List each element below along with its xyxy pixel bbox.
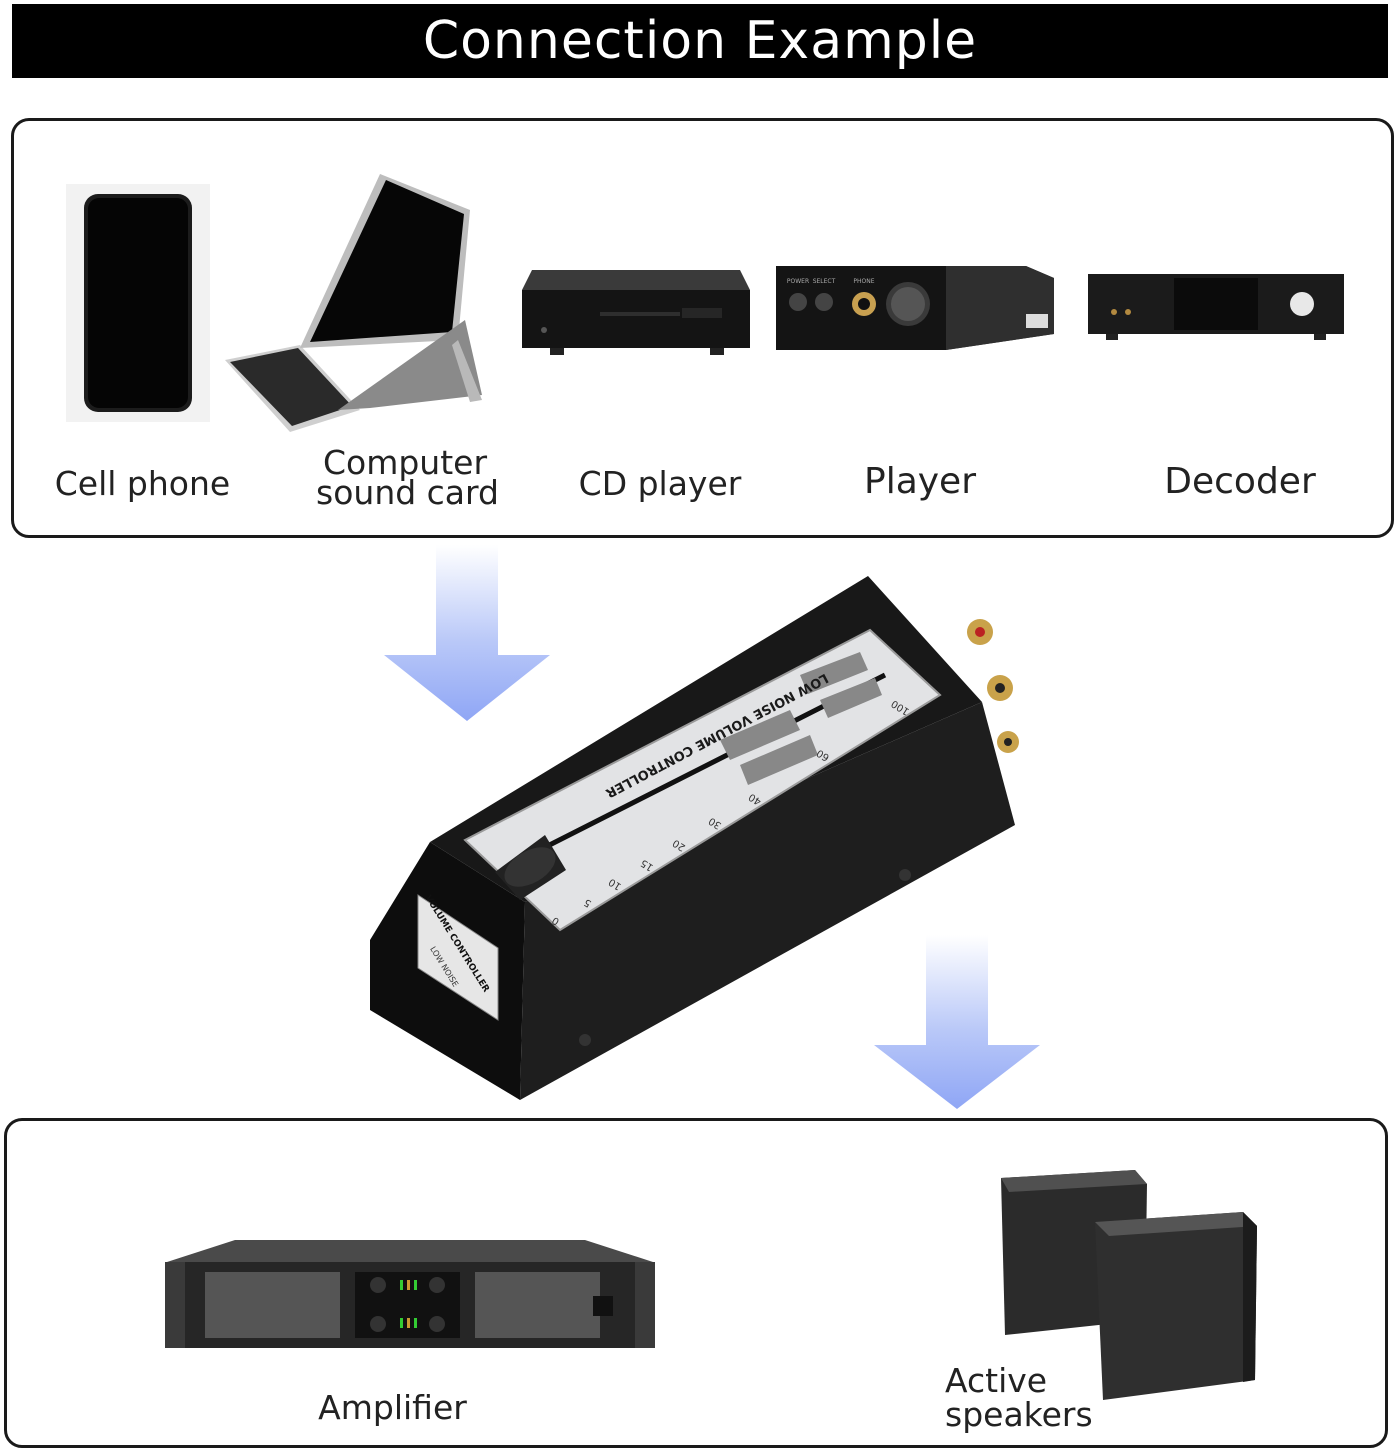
amp-knob-label-select: SELECT [813, 278, 836, 285]
laptop-image [225, 174, 482, 432]
player-image: POWER SELECT PHONE [776, 266, 1054, 350]
volume-controller-image: 0 5 10 15 20 30 40 60 100 LOW NOISE VOLU… [370, 576, 1019, 1100]
computer-sound-card-label-2: sound card [316, 473, 499, 512]
decoder-label: Decoder [1164, 461, 1316, 502]
decoder-image [1088, 274, 1344, 340]
active-speakers-label-1: Active [945, 1361, 1048, 1400]
active-speakers-image [1001, 1170, 1257, 1400]
cd-player-label: CD player [578, 464, 742, 503]
player-label: Player [863, 461, 977, 502]
cell-phone-image [66, 184, 210, 422]
amplifier-image [165, 1240, 655, 1348]
down-arrow-icon-2 [874, 935, 1040, 1109]
scale-tick-5: 5 [582, 896, 593, 909]
active-speakers-label-2: speakers [945, 1395, 1093, 1434]
computer-sound-card-label-1: Computer [322, 443, 488, 482]
amplifier-label: Amplifier [318, 1388, 467, 1427]
cd-player-image [522, 270, 750, 355]
scale-tick-0: 0 [550, 914, 561, 927]
amp-knob-label-phone: PHONE [853, 278, 874, 285]
cell-phone-label: Cell phone [54, 464, 231, 503]
page-title: Connection Example [12, 4, 1388, 78]
amp-knob-label-power: POWER [787, 278, 809, 285]
down-arrow-icon [384, 545, 550, 721]
